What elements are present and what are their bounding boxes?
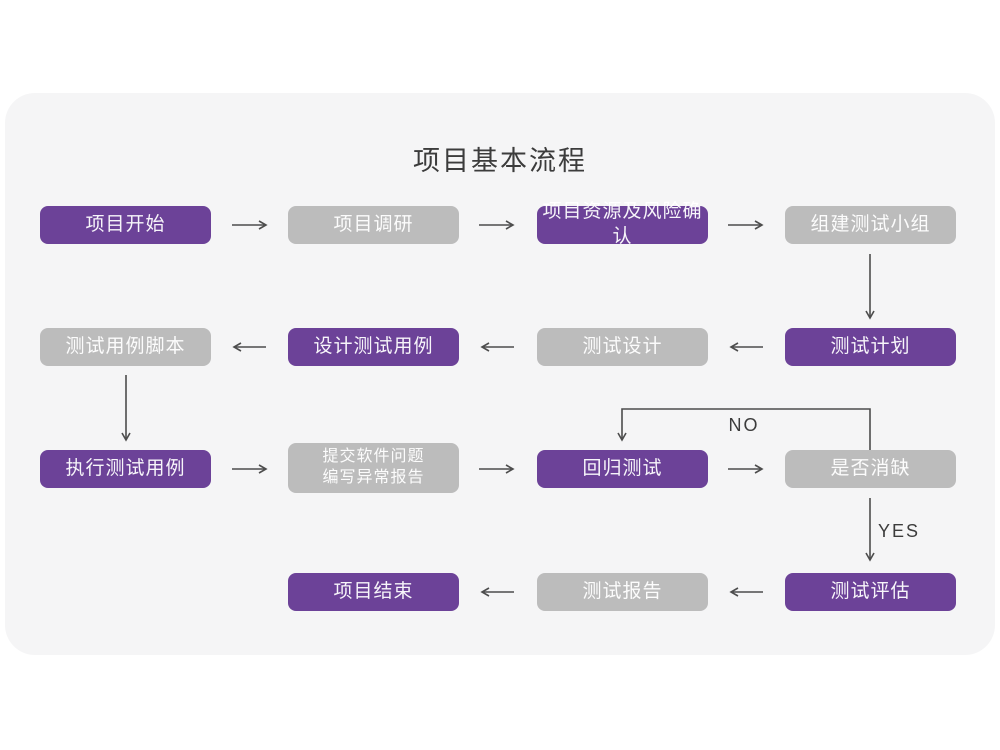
node-project-end: 项目结束 bbox=[288, 573, 459, 611]
node-test-design: 测试设计 bbox=[537, 328, 708, 366]
node-execute-cases: 执行测试用例 bbox=[40, 450, 211, 488]
node-test-evaluation: 测试评估 bbox=[785, 573, 956, 611]
edge-label-no: NO bbox=[728, 415, 760, 435]
node-case-scripts: 测试用例脚本 bbox=[40, 328, 211, 366]
node-design-cases: 设计测试用例 bbox=[288, 328, 459, 366]
flowchart-card bbox=[5, 93, 995, 655]
node-test-report: 测试报告 bbox=[537, 573, 708, 611]
node-test-plan: 测试计划 bbox=[785, 328, 956, 366]
node-project-start: 项目开始 bbox=[40, 206, 211, 244]
arrow-group bbox=[121, 220, 875, 597]
node-submit-issues: 提交软件问题 编写异常报告 bbox=[288, 443, 459, 493]
node-regression-test: 回归测试 bbox=[537, 450, 708, 488]
node-defect-resolved: 是否消缺 bbox=[785, 450, 956, 488]
page-title: 项目基本流程 bbox=[413, 146, 587, 176]
node-resource-risk: 项目资源及风险确认 bbox=[537, 201, 708, 247]
node-build-team: 组建测试小组 bbox=[785, 206, 956, 244]
arrow-no-loop bbox=[617, 408, 871, 450]
node-project-research: 项目调研 bbox=[288, 206, 459, 244]
edge-label-yes: YES bbox=[878, 521, 921, 541]
